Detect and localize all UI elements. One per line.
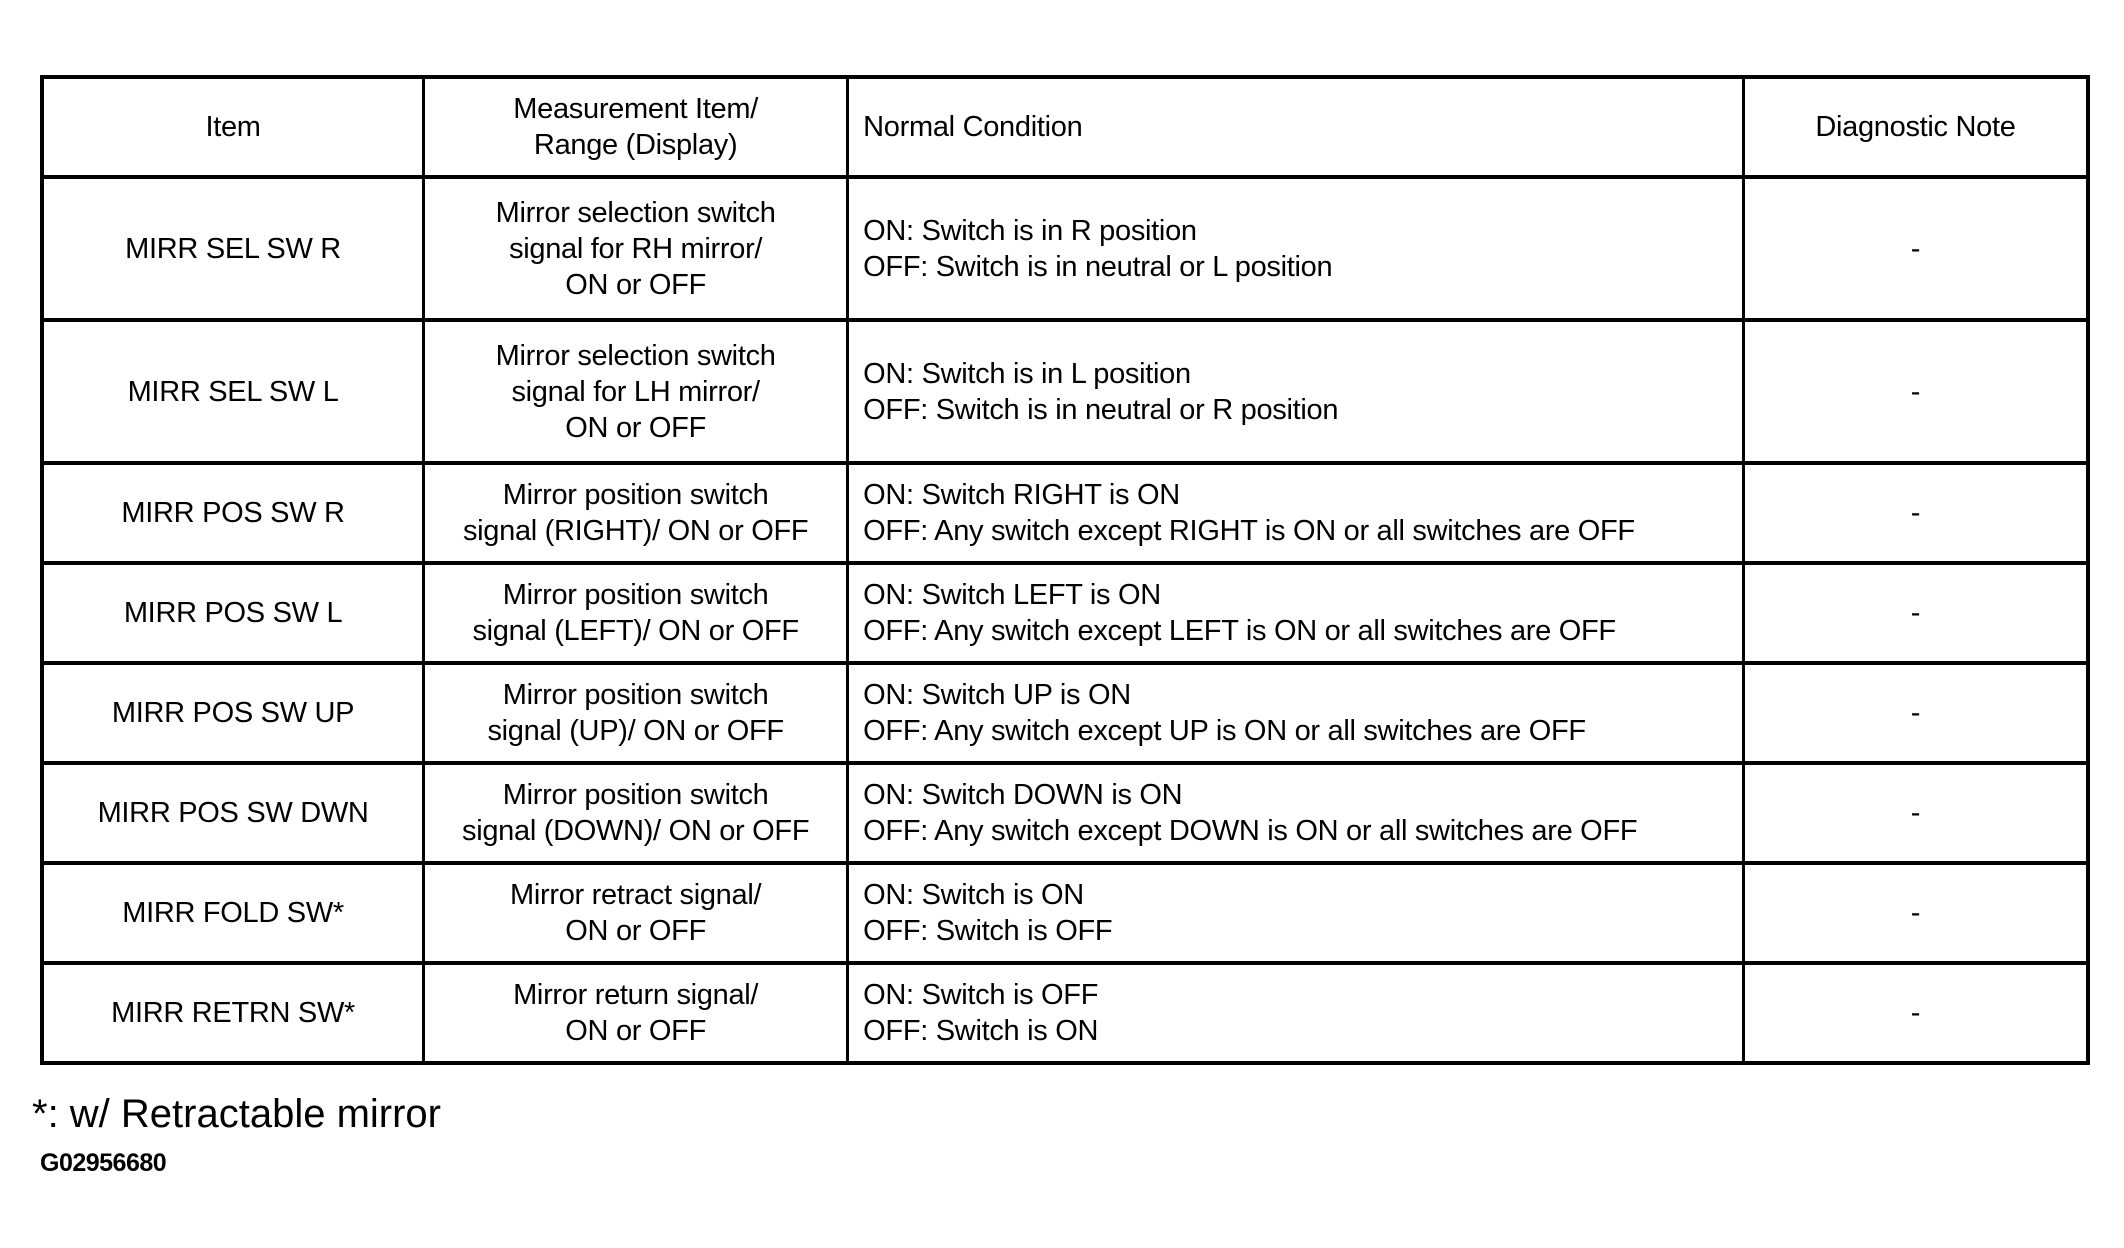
cell-normal-condition: ON: Switch UP is ON OFF: Any switch exce… bbox=[846, 661, 1745, 765]
cell-normal-condition: ON: Switch is in R position OFF: Switch … bbox=[846, 175, 1745, 322]
mirror-switch-signal-table: Item Measurement Item/ Range (Display) N… bbox=[40, 75, 2090, 1065]
figure-id: G02956680 bbox=[40, 1149, 167, 1177]
cell-normal-condition: ON: Switch is ON OFF: Switch is OFF bbox=[846, 861, 1745, 965]
cell-measurement: Mirror return signal/ ON or OFF bbox=[422, 961, 850, 1065]
cell-diagnostic-note: - bbox=[1741, 561, 2090, 665]
cell-item: MIRR SEL SW R bbox=[40, 175, 426, 322]
cell-normal-condition: ON: Switch LEFT is ON OFF: Any switch ex… bbox=[846, 561, 1745, 665]
cell-measurement: Mirror retract signal/ ON or OFF bbox=[422, 861, 850, 965]
cell-normal-condition: ON: Switch is OFF OFF: Switch is ON bbox=[846, 961, 1745, 1065]
cell-diagnostic-note: - bbox=[1741, 761, 2090, 865]
cell-diagnostic-note: - bbox=[1741, 961, 2090, 1065]
cell-diagnostic-note: - bbox=[1741, 461, 2090, 565]
table-row: MIRR FOLD SW*Mirror retract signal/ ON o… bbox=[40, 861, 2090, 965]
cell-measurement: Mirror selection switch signal for LH mi… bbox=[422, 318, 850, 465]
cell-normal-condition: ON: Switch RIGHT is ON OFF: Any switch e… bbox=[846, 461, 1745, 565]
cell-measurement: Mirror position switch signal (RIGHT)/ O… bbox=[422, 461, 850, 565]
table-header-row: Item Measurement Item/ Range (Display) N… bbox=[40, 75, 2090, 179]
cell-item: MIRR POS SW R bbox=[40, 461, 426, 565]
document-page: Item Measurement Item/ Range (Display) N… bbox=[32, 75, 2090, 1177]
cell-measurement: Mirror position switch signal (LEFT)/ ON… bbox=[422, 561, 850, 665]
cell-measurement: Mirror position switch signal (DOWN)/ ON… bbox=[422, 761, 850, 865]
cell-item: MIRR SEL SW L bbox=[40, 318, 426, 465]
column-header-diagnostic-note: Diagnostic Note bbox=[1741, 75, 2090, 179]
column-header-measurement-item-range: Measurement Item/ Range (Display) bbox=[422, 75, 850, 179]
cell-item: MIRR POS SW UP bbox=[40, 661, 426, 765]
cell-diagnostic-note: - bbox=[1741, 318, 2090, 465]
column-header-normal-condition: Normal Condition bbox=[846, 75, 1745, 179]
footnote-retractable-mirror: *: w/ Retractable mirror bbox=[32, 1092, 441, 1136]
table-row: MIRR RETRN SW*Mirror return signal/ ON o… bbox=[40, 961, 2090, 1065]
cell-item: MIRR FOLD SW* bbox=[40, 861, 426, 965]
cell-normal-condition: ON: Switch DOWN is ON OFF: Any switch ex… bbox=[846, 761, 1745, 865]
cell-item: MIRR POS SW L bbox=[40, 561, 426, 665]
column-header-item: Item bbox=[40, 75, 426, 179]
cell-item: MIRR RETRN SW* bbox=[40, 961, 426, 1065]
cell-measurement: Mirror position switch signal (UP)/ ON o… bbox=[422, 661, 850, 765]
cell-diagnostic-note: - bbox=[1741, 861, 2090, 965]
cell-diagnostic-note: - bbox=[1741, 661, 2090, 765]
cell-normal-condition: ON: Switch is in L position OFF: Switch … bbox=[846, 318, 1745, 465]
cell-measurement: Mirror selection switch signal for RH mi… bbox=[422, 175, 850, 322]
cell-item: MIRR POS SW DWN bbox=[40, 761, 426, 865]
cell-diagnostic-note: - bbox=[1741, 175, 2090, 322]
